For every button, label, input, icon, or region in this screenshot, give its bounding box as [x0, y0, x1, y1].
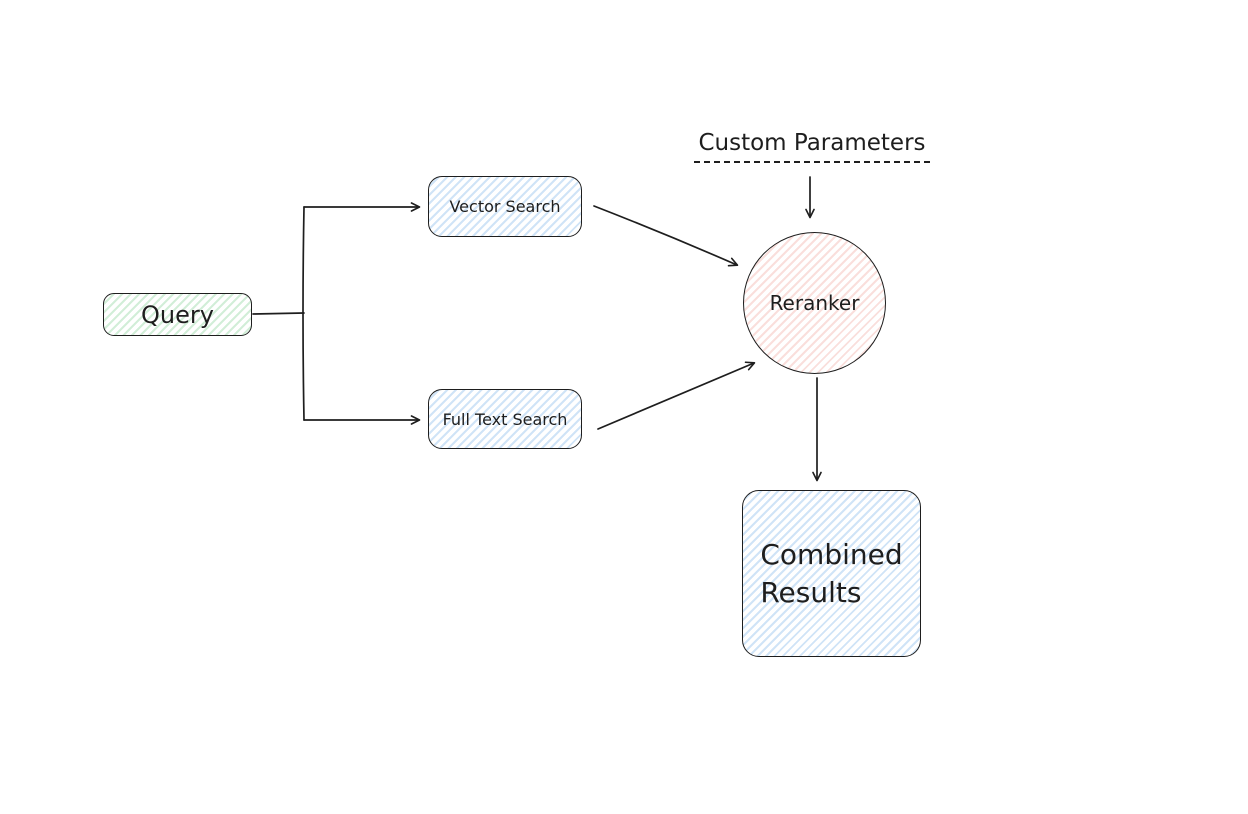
node-vector-search-label: Vector Search — [449, 197, 561, 216]
node-query-label: Query — [141, 300, 214, 329]
combined-results-line1: Combined — [760, 537, 903, 571]
node-combined-results-label: Combined Results — [760, 536, 902, 612]
node-reranker: Reranker — [743, 232, 886, 374]
node-reranker-label: Reranker — [769, 291, 860, 315]
node-full-text-search: Full Text Search — [428, 389, 582, 449]
arrow-vector-search-to-reranker — [593, 205, 739, 267]
node-vector-search: Vector Search — [428, 176, 582, 237]
custom-parameters-text: Custom Parameters — [698, 130, 926, 156]
label-custom-parameters: Custom Parameters — [694, 130, 930, 163]
combined-results-line2: Results — [760, 575, 862, 609]
node-query: Query — [103, 293, 252, 336]
connector-branch-vertical — [302, 206, 305, 421]
arrow-full-text-search-to-reranker — [597, 361, 756, 430]
node-full-text-search-label: Full Text Search — [442, 409, 568, 429]
node-combined-results: Combined Results — [742, 490, 921, 657]
connector-query-stub — [252, 312, 305, 315]
